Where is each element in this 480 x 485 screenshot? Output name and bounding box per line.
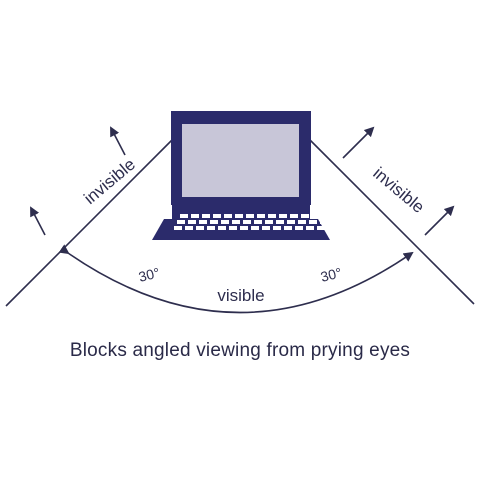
keyboard-key: [196, 226, 204, 230]
keyboard-key: [287, 220, 295, 224]
keyboard-key: [207, 226, 215, 230]
keyboard-key: [246, 214, 254, 218]
keyboard-key: [309, 220, 317, 224]
visible-label: visible: [217, 286, 264, 305]
keyboard-key: [295, 226, 303, 230]
arrow-up-icon: [30, 206, 46, 236]
keyboard-key: [273, 226, 281, 230]
keyboard-key: [254, 220, 262, 224]
keyboard-key: [243, 220, 251, 224]
keyboard-key: [306, 226, 314, 230]
keyboard-key: [191, 214, 199, 218]
keyboard-key: [174, 226, 182, 230]
keyboard-key: [218, 226, 226, 230]
keyboard-key: [185, 226, 193, 230]
keyboard-key: [328, 226, 336, 230]
keyboard-key: [177, 220, 185, 224]
keyboard-key: [284, 226, 292, 230]
keyboard-key: [240, 226, 248, 230]
angle-right-label: 30°: [319, 264, 343, 285]
keyboard-key: [188, 220, 196, 224]
keyboard-key: [210, 220, 218, 224]
keyboard-key: [276, 220, 284, 224]
keyboard-key: [251, 226, 259, 230]
keyboard-key: [235, 214, 243, 218]
keyboard-key: [265, 220, 273, 224]
keyboard-key: [199, 220, 207, 224]
keyboard-key: [298, 220, 306, 224]
visible-arc: [58, 244, 414, 314]
keyboard-key: [232, 220, 240, 224]
laptop-icon: [152, 111, 336, 240]
caption: Blocks angled viewing from prying eyes: [69, 340, 411, 361]
keyboard-key: [180, 214, 188, 218]
arrow-up-icon: [110, 126, 126, 156]
keyboard-key: [213, 214, 221, 218]
trackpad: [226, 233, 256, 237]
keyboard-keys: [174, 214, 336, 230]
keyboard-key: [262, 226, 270, 230]
keyboard-key: [221, 220, 229, 224]
keyboard-key: [301, 214, 309, 218]
keyboard-key: [224, 214, 232, 218]
left-boundary-line: [5, 139, 173, 307]
keyboard-key: [279, 214, 287, 218]
keyboard-key: [317, 226, 325, 230]
keyboard-key: [320, 220, 328, 224]
keyboard-key: [257, 214, 265, 218]
angle-left-label: 30°: [137, 264, 161, 285]
keyboard-key: [268, 214, 276, 218]
keyboard-key: [290, 214, 298, 218]
arrow-up-icon: [342, 126, 375, 159]
right-boundary-line: [309, 139, 475, 305]
keyboard-key: [312, 214, 320, 218]
keyboard-key: [229, 226, 237, 230]
laptop-screen: [182, 124, 299, 197]
arrow-up-icon: [424, 205, 455, 236]
keyboard-key: [202, 214, 210, 218]
